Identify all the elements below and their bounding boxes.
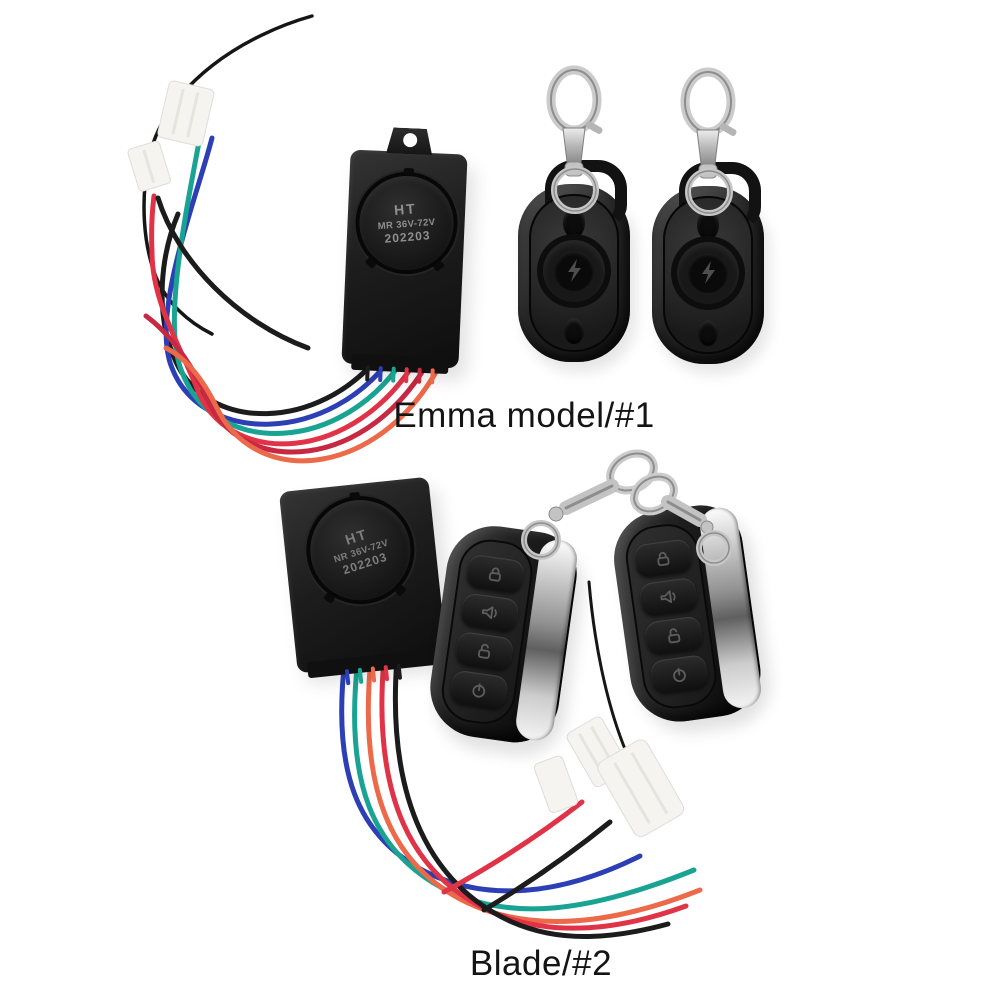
horn-button	[638, 576, 699, 618]
power-icon	[472, 682, 486, 698]
unlock-button	[643, 615, 704, 656]
lock-button	[632, 538, 694, 579]
horn-icon	[481, 605, 497, 619]
connector-white-clip	[533, 755, 579, 813]
lock-icon	[657, 551, 670, 566]
alarm-siren-unit: HT NR 36V-72V 202203	[278, 476, 448, 686]
horn-icon	[660, 589, 676, 603]
connector-white-upper	[566, 716, 629, 787]
unlock-icon	[668, 627, 681, 643]
mounting-tab	[386, 127, 433, 155]
disarm-button	[698, 320, 718, 346]
remote-keyfob-chrome-1	[423, 519, 583, 749]
mounting-hole	[402, 133, 417, 148]
power-icon	[673, 667, 686, 682]
disarm-button	[564, 318, 584, 344]
siren-speaker: HT NR 36V-72V 202203	[305, 491, 416, 606]
brand-text: HT	[393, 200, 417, 218]
remote-keyfob-oval-2	[652, 162, 764, 364]
lightning-bolt-icon	[568, 259, 581, 282]
connector-white-large	[597, 739, 685, 838]
power-button	[448, 669, 510, 710]
arm-button	[697, 210, 719, 240]
lock-icon	[488, 566, 502, 582]
wire-black-2	[481, 819, 613, 913]
lightning-button	[677, 242, 739, 304]
batch-text: 202203	[383, 228, 431, 246]
remote-keyfob-chrome-2	[607, 499, 767, 729]
engraved-label: HT MR 36V-72V 202203	[375, 199, 436, 248]
kit-caption-emma: Emma model/#1	[393, 396, 655, 435]
wire-stubs	[364, 365, 435, 385]
arm-button	[563, 208, 585, 238]
lightning-button	[543, 240, 605, 302]
remote-keyfob-oval-1	[518, 160, 630, 362]
wire-red-2	[441, 799, 585, 895]
unlock-icon	[478, 643, 491, 659]
lightning-bolt-icon	[702, 261, 715, 284]
siren-speaker: HT MR 36V-72V 202203	[357, 167, 456, 273]
horn-button	[459, 592, 520, 633]
unlock-button	[454, 630, 515, 672]
kit-caption-blade: Blade/#2	[469, 944, 613, 983]
lock-button	[465, 553, 526, 595]
power-button	[649, 653, 710, 695]
alarm-siren-unit: HT MR 36V-72V 202203	[341, 150, 468, 385]
engraved-label: HT NR 36V-72V 202203	[327, 520, 395, 580]
